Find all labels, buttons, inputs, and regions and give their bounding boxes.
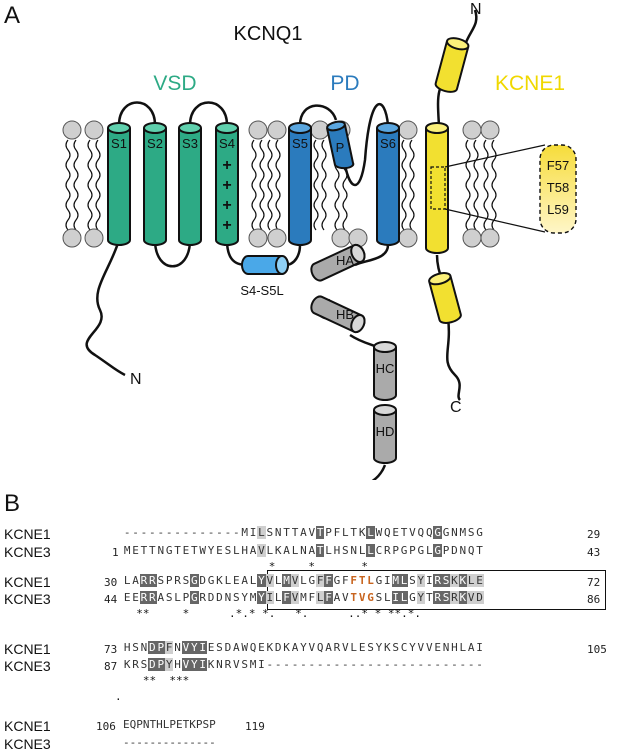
lipid-tails bbox=[65, 139, 497, 231]
kcnq1-n-terminus: N bbox=[130, 371, 142, 388]
seq-end-number: 43 bbox=[587, 546, 601, 559]
s4s5-linker: S4-S5L bbox=[240, 255, 289, 298]
callout-t58: T58 bbox=[547, 180, 569, 195]
s4-charge-1: + bbox=[222, 157, 231, 174]
s4-charge-3: + bbox=[222, 197, 231, 214]
kcne1-c-terminus: C bbox=[450, 399, 462, 416]
callout-f57: F57 bbox=[547, 158, 569, 173]
lipid-heads bbox=[62, 120, 500, 248]
pd-label: PD bbox=[330, 72, 359, 95]
conservation-dot: . bbox=[115, 690, 122, 703]
s4s5-label: S4-S5L bbox=[240, 283, 283, 298]
helix-s5-label: S5 bbox=[292, 136, 308, 151]
seq-residues: EQPNTHLPETKPSP bbox=[123, 718, 216, 731]
helix-s4-label: S4 bbox=[219, 136, 235, 151]
topology-diagram: A KCNQ1 VSD PD KCNE1 bbox=[4, 1, 577, 480]
helix-p-label: P bbox=[336, 140, 345, 155]
helix-s6-label: S6 bbox=[380, 136, 396, 151]
seq-end-number: 72 bbox=[587, 576, 601, 589]
seq-start-number: 30 bbox=[104, 576, 118, 589]
seq-start-number: 106 bbox=[96, 720, 116, 733]
topology-svg: KCNQ1 VSD PD KCNE1 bbox=[62, 1, 577, 480]
pd-helices: S5 P S6 bbox=[288, 120, 400, 246]
seq-name: KCNE1 bbox=[4, 574, 51, 590]
seq-name: KCNE1 bbox=[4, 641, 51, 657]
transmembrane-box bbox=[267, 570, 606, 610]
helix-s2-label: S2 bbox=[147, 136, 163, 151]
s4-charge-2: + bbox=[222, 177, 231, 194]
seq-residues: -------------- bbox=[123, 736, 216, 749]
seq-end-number: 105 bbox=[587, 643, 607, 656]
helix-hb-label: HB bbox=[336, 307, 354, 322]
helix-hc-label: HC bbox=[376, 361, 395, 376]
panel-b-letter: B bbox=[4, 490, 21, 517]
f57-l59-region bbox=[430, 166, 446, 210]
seq-start-number: 73 bbox=[104, 643, 118, 656]
kcne1-label: KCNE1 bbox=[495, 72, 565, 95]
kcnq1-title: KCNQ1 bbox=[234, 23, 303, 45]
helix-s3-label: S3 bbox=[182, 136, 198, 151]
s4-charge-4: + bbox=[222, 217, 231, 234]
seq-name: KCNE3 bbox=[4, 544, 51, 560]
helix-ha-label: HA bbox=[336, 253, 354, 268]
vsd-helices: S1 S2 S3 S4 + + + + bbox=[107, 122, 239, 246]
seq-start-number: 87 bbox=[104, 660, 118, 673]
kcne1-helices bbox=[425, 37, 546, 324]
cterm-helices: HA HB HC HD bbox=[310, 243, 397, 464]
seq-name: KCNE3 bbox=[4, 658, 51, 674]
seq-name: KCNE1 bbox=[4, 718, 51, 734]
helix-s1-label: S1 bbox=[111, 136, 127, 151]
vsd-label: VSD bbox=[153, 72, 196, 95]
seq-name: KCNE1 bbox=[4, 526, 51, 542]
callout-l59: L59 bbox=[547, 202, 569, 217]
helix-hd-label: HD bbox=[376, 424, 395, 439]
seq-end-number: 119 bbox=[245, 720, 265, 733]
seq-end-number: 29 bbox=[587, 528, 601, 541]
seq-name: KCNE3 bbox=[4, 591, 51, 607]
seq-name: KCNE3 bbox=[4, 736, 51, 752]
kcne1-n-terminus: N bbox=[470, 1, 482, 18]
conservation-line: * * * bbox=[123, 560, 402, 573]
seq-end-number: 86 bbox=[587, 593, 601, 606]
seq-start-number: 44 bbox=[104, 593, 118, 606]
conservation-line: ** *** bbox=[123, 674, 190, 687]
panel-a-letter: A bbox=[4, 2, 21, 29]
conservation-line: ** * .*.* *. *. ..* * **.*. bbox=[123, 607, 422, 620]
seq-start-number: 1 bbox=[112, 546, 119, 559]
residue-callout: F57 T58 L59 bbox=[539, 144, 577, 234]
